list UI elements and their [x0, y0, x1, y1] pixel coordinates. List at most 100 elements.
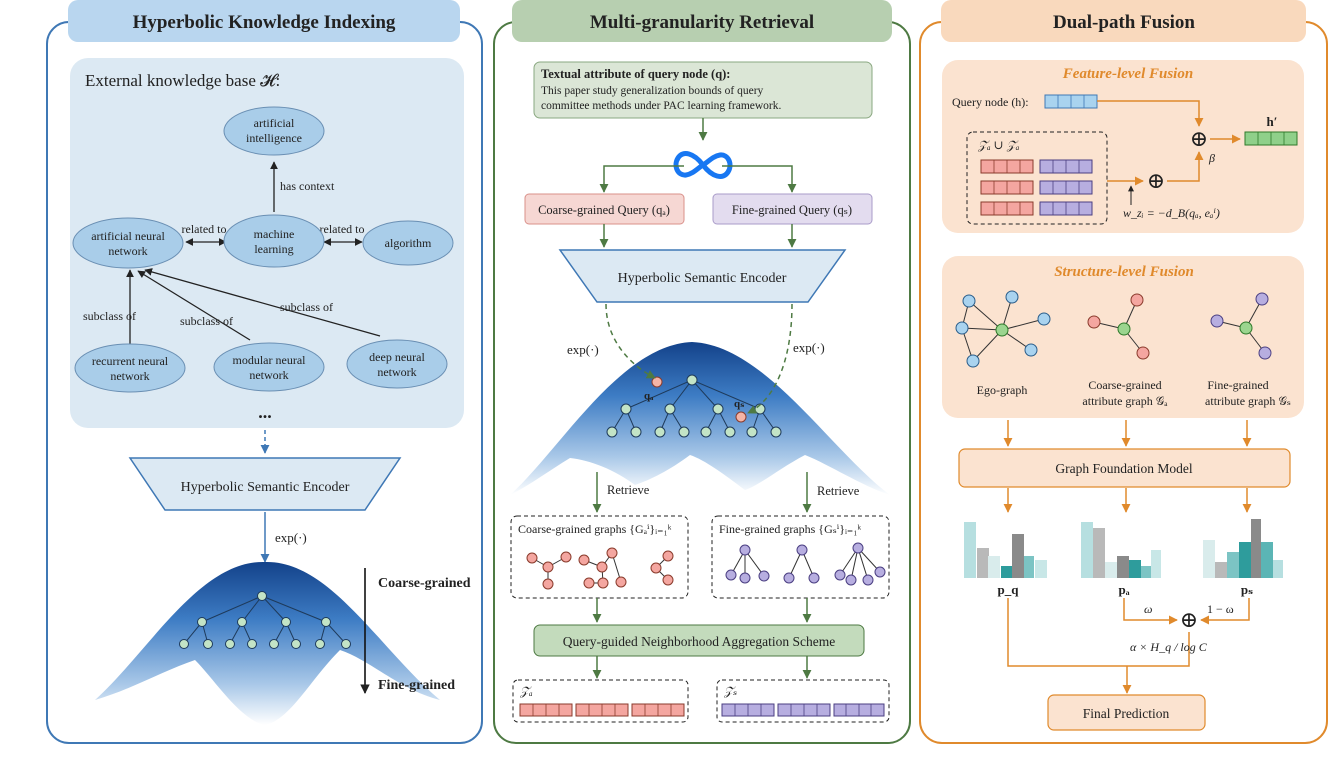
svg-text:Hyperbolic Semantic Encoder: Hyperbolic Semantic Encoder: [181, 480, 350, 495]
edge-label-related-to-right: related to: [320, 222, 365, 236]
svg-text:Fine-grained Query (qₛ): Fine-grained Query (qₛ): [732, 203, 852, 217]
svg-text:Coarse-grained graphs {Gₐⁱ}ᵢ₌₁: Coarse-grained graphs {Gₐⁱ}ᵢ₌₁ᵏ: [518, 522, 672, 536]
svg-text:artificial neural: artificial neural: [91, 229, 165, 243]
svg-text:recurrent neural: recurrent neural: [92, 354, 169, 368]
union-box: [966, 131, 1108, 225]
svg-text:Feature-level Fusion: Feature-level Fusion: [1062, 66, 1193, 82]
svg-text:Graph Foundation Model: Graph Foundation Model: [1055, 461, 1192, 476]
query-attribute-box: Textual attribute of query node (q): Thi…: [533, 61, 873, 119]
omega-label: ω: [1144, 602, 1152, 616]
middle-exp-left: exp(·): [567, 342, 599, 357]
svg-text:Structure-level Fusion: Structure-level Fusion: [1054, 264, 1194, 280]
ps-histogram: pₛ: [1203, 519, 1283, 597]
middle-encoder: Hyperbolic Semantic Encoder: [558, 249, 847, 303]
alpha-expression: α × H_q / log C: [1130, 640, 1208, 654]
kg-node-deep-neural-network: deep neural network: [346, 339, 448, 389]
edge-label-subclass-1: subclass of: [83, 309, 136, 323]
aggregation-box: Query-guided Neighborhood Aggregation Sc…: [533, 624, 865, 657]
svg-text:committee methods under PAC le: committee methods under PAC learning fra…: [541, 100, 782, 112]
svg-text:pₛ: pₛ: [1241, 582, 1253, 597]
query-node-vector: [1044, 94, 1098, 109]
edge-label-has-context: has context: [280, 179, 335, 193]
middle-hyperbolic-space: qₐ qₛ: [510, 342, 890, 495]
fine-graphs-box: Fine-grained graphs {Gₛⁱ}ᵢ₌₁ᵏ: [711, 515, 890, 599]
coarse-graphs-box: Coarse-grained graphs {Gₐⁱ}ᵢ₌₁ᵏ: [510, 515, 689, 599]
svg-text:Hyperbolic Semantic Encoder: Hyperbolic Semantic Encoder: [618, 271, 787, 286]
fine-grained-label: Fine-grained: [378, 678, 455, 693]
kb-label: External knowledge base 𝓗:: [85, 71, 280, 90]
kb-ellipsis: ...: [258, 402, 272, 422]
infinity-icon: [673, 151, 733, 179]
svg-text:Ego-graph: Ego-graph: [977, 383, 1028, 397]
kg-node-recurrent-neural-network: recurrent neural network: [74, 343, 186, 393]
beta-label: β: [1208, 151, 1215, 165]
fine-query-box: Fine-grained Query (qₛ): [712, 193, 873, 225]
svg-text:deep neural: deep neural: [369, 350, 425, 364]
svg-text:Coarse-grained: Coarse-grained: [1088, 378, 1161, 392]
svg-text:This paper study generalizatio: This paper study generalization bounds o…: [541, 85, 764, 97]
coarse-attribute-graph: Coarse-grained attribute graph 𝒢ₐ: [1082, 293, 1168, 408]
left-encoder: Hyperbolic Semantic Encoder: [128, 457, 402, 511]
edge-label-subclass-3: subclass of: [280, 300, 333, 314]
svg-text:Fine-grained: Fine-grained: [1207, 378, 1268, 392]
edge-label-subclass-2: subclass of: [180, 314, 233, 328]
svg-text:algorithm: algorithm: [385, 236, 432, 250]
left-title: Hyperbolic Knowledge Indexing: [133, 12, 396, 33]
left-exp-label: exp(·): [275, 530, 307, 545]
za-embedding-box: 𝒵ₐ: [512, 679, 689, 723]
qa-label: qₐ: [644, 390, 654, 402]
left-title-box: [68, 0, 460, 42]
union-label: 𝒵ₐ ∪ 𝒵ₐ: [977, 138, 1020, 152]
svg-text:attribute graph 𝒢ₛ: attribute graph 𝒢ₛ: [1205, 394, 1291, 408]
kg-node-modular-neural-network: modular neural network: [213, 342, 325, 392]
svg-text:p_q: p_q: [998, 582, 1020, 597]
h-prime-label: h′: [1267, 114, 1278, 129]
svg-text:Coarse-grained Query (qₐ): Coarse-grained Query (qₐ): [538, 203, 670, 217]
coarse-query-box: Coarse-grained Query (qₐ): [524, 193, 685, 225]
pa-histogram: pₐ: [1081, 522, 1161, 597]
oplus-mid-icon: ⊕: [1147, 168, 1165, 193]
middle-exp-right: exp(·): [793, 340, 825, 355]
svg-text:𝒵ₛ: 𝒵ₛ: [723, 684, 737, 698]
left-panel: Hyperbolic Knowledge Indexing External k…: [46, 0, 483, 744]
svg-text:Final Prediction: Final Prediction: [1083, 706, 1170, 721]
oplus-bottom-icon: ⊕: [1180, 607, 1198, 632]
right-panel: Dual-path Fusion Feature-level Fusion Qu…: [919, 0, 1328, 744]
retrieve-left: Retrieve: [607, 483, 650, 497]
qs-point: [735, 411, 747, 423]
kg-node-artificial-neural-network: artificial neural network: [72, 217, 184, 269]
svg-text:network: network: [108, 244, 147, 258]
final-prediction-box: Final Prediction: [1047, 694, 1206, 731]
graph-foundation-model-box: Graph Foundation Model: [958, 448, 1291, 488]
middle-panel: Multi-granularity Retrieval Textual attr…: [493, 0, 911, 744]
qa-point: [651, 376, 663, 388]
one-minus-omega-label: 1 − ω: [1207, 602, 1234, 616]
retrieve-right: Retrieve: [817, 484, 860, 498]
svg-text:modular neural: modular neural: [233, 353, 307, 367]
query-node-label: Query node (h):: [952, 95, 1029, 109]
ego-graph: Ego-graph: [955, 290, 1051, 397]
right-title: Dual-path Fusion: [1053, 12, 1195, 33]
oplus-top-icon: ⊕: [1190, 126, 1208, 151]
svg-text:artificial: artificial: [254, 116, 295, 130]
svg-text:Query-guided Neighborhood Aggr: Query-guided Neighborhood Aggregation Sc…: [563, 634, 836, 649]
svg-text:𝒵ₐ: 𝒵ₐ: [519, 684, 533, 698]
middle-title: Multi-granularity Retrieval: [590, 12, 814, 33]
qs-label: qₛ: [734, 398, 744, 410]
kg-node-machine-learning: machine learning: [223, 214, 325, 268]
kg-node-artificial-intelligence: artificial intelligence: [223, 106, 325, 156]
svg-text:attribute graph 𝒢ₐ: attribute graph 𝒢ₐ: [1082, 394, 1168, 408]
kg-node-algorithm: algorithm: [362, 220, 454, 266]
zs-embedding-box: 𝒵ₛ: [716, 679, 890, 723]
svg-text:network: network: [110, 369, 149, 383]
svg-text:network: network: [249, 368, 288, 382]
pq-histogram: p_q: [964, 522, 1047, 597]
edge-label-related-to-left: related to: [182, 222, 227, 236]
union-vectors: [980, 159, 1093, 216]
svg-text:machine: machine: [254, 227, 295, 241]
middle-title-box: [512, 0, 892, 42]
svg-text:pₐ: pₐ: [1118, 582, 1129, 597]
svg-text:network: network: [377, 365, 416, 379]
right-title-box: [941, 0, 1306, 42]
